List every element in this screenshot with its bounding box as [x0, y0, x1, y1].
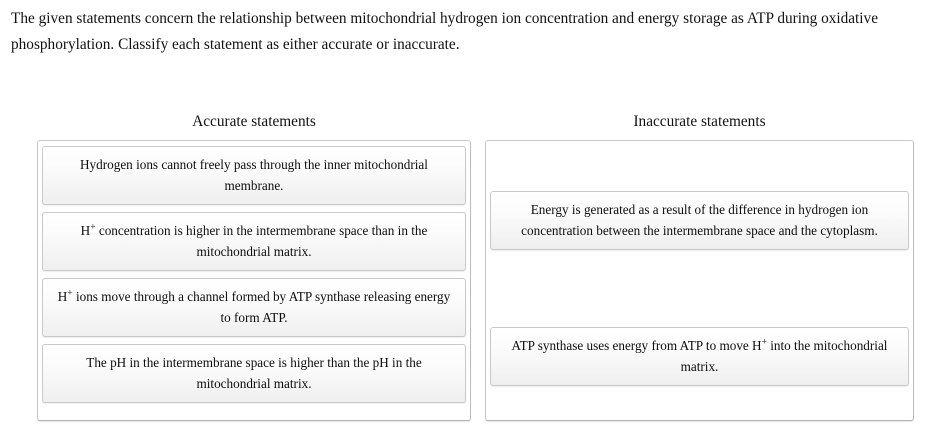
column-accurate: Accurate statements Hydrogen ions cannot… [37, 112, 471, 421]
card-line-2: concentration between the intermembrane … [521, 223, 878, 238]
card-formula-symbol: H [80, 223, 91, 238]
card-formula-charge: + [761, 337, 767, 348]
card-line-1: concentration is higher in the intermemb… [95, 223, 428, 238]
card-line-1: Energy is generated as a result of the d… [530, 202, 869, 217]
statement-card[interactable]: The pH in the intermembrane space is hig… [42, 344, 466, 403]
dropzone-accurate[interactable]: Hydrogen ions cannot freely pass through… [37, 140, 471, 421]
card-line-1: Hydrogen ions cannot freely pass through… [80, 157, 351, 172]
column-title-inaccurate: Inaccurate statements [633, 113, 766, 130]
statement-card[interactable]: Hydrogen ions cannot freely pass through… [42, 146, 466, 205]
question-prompt: The given statements concern the relatio… [11, 10, 878, 53]
card-formula-charge: + [90, 222, 96, 233]
column-title-accurate: Accurate statements [192, 113, 316, 130]
statement-card[interactable]: H+ ions move through a channel formed by… [42, 278, 466, 337]
statement-card[interactable]: ATP synthase uses energy from ATP to mov… [490, 327, 909, 386]
card-line-2: mitochondrial membrane. [224, 157, 428, 193]
statement-card[interactable]: H+ concentration is higher in the interm… [42, 212, 466, 271]
column-inaccurate: Inaccurate statements Energy is generate… [485, 112, 914, 421]
card-line-2: mitochondrial matrix. [196, 244, 312, 259]
card-line-1: ATP synthase uses energy from ATP to mov… [511, 338, 762, 353]
card-line-2: mitochondrial matrix. [680, 338, 888, 374]
card-line-1: The pH in the intermembrane space is hig… [86, 355, 422, 370]
card-line-1-cont: into the [766, 338, 811, 353]
card-formula-symbol: H [57, 289, 68, 304]
card-formula-charge: + [67, 288, 73, 299]
card-line-2: energy to form ATP. [220, 289, 451, 325]
card-line-1: ions move through a channel formed by AT… [72, 289, 412, 304]
statement-card[interactable]: Energy is generated as a result of the d… [490, 191, 909, 250]
dropzone-inaccurate[interactable]: Energy is generated as a result of the d… [485, 140, 914, 421]
card-line-2: mitochondrial matrix. [196, 376, 312, 391]
